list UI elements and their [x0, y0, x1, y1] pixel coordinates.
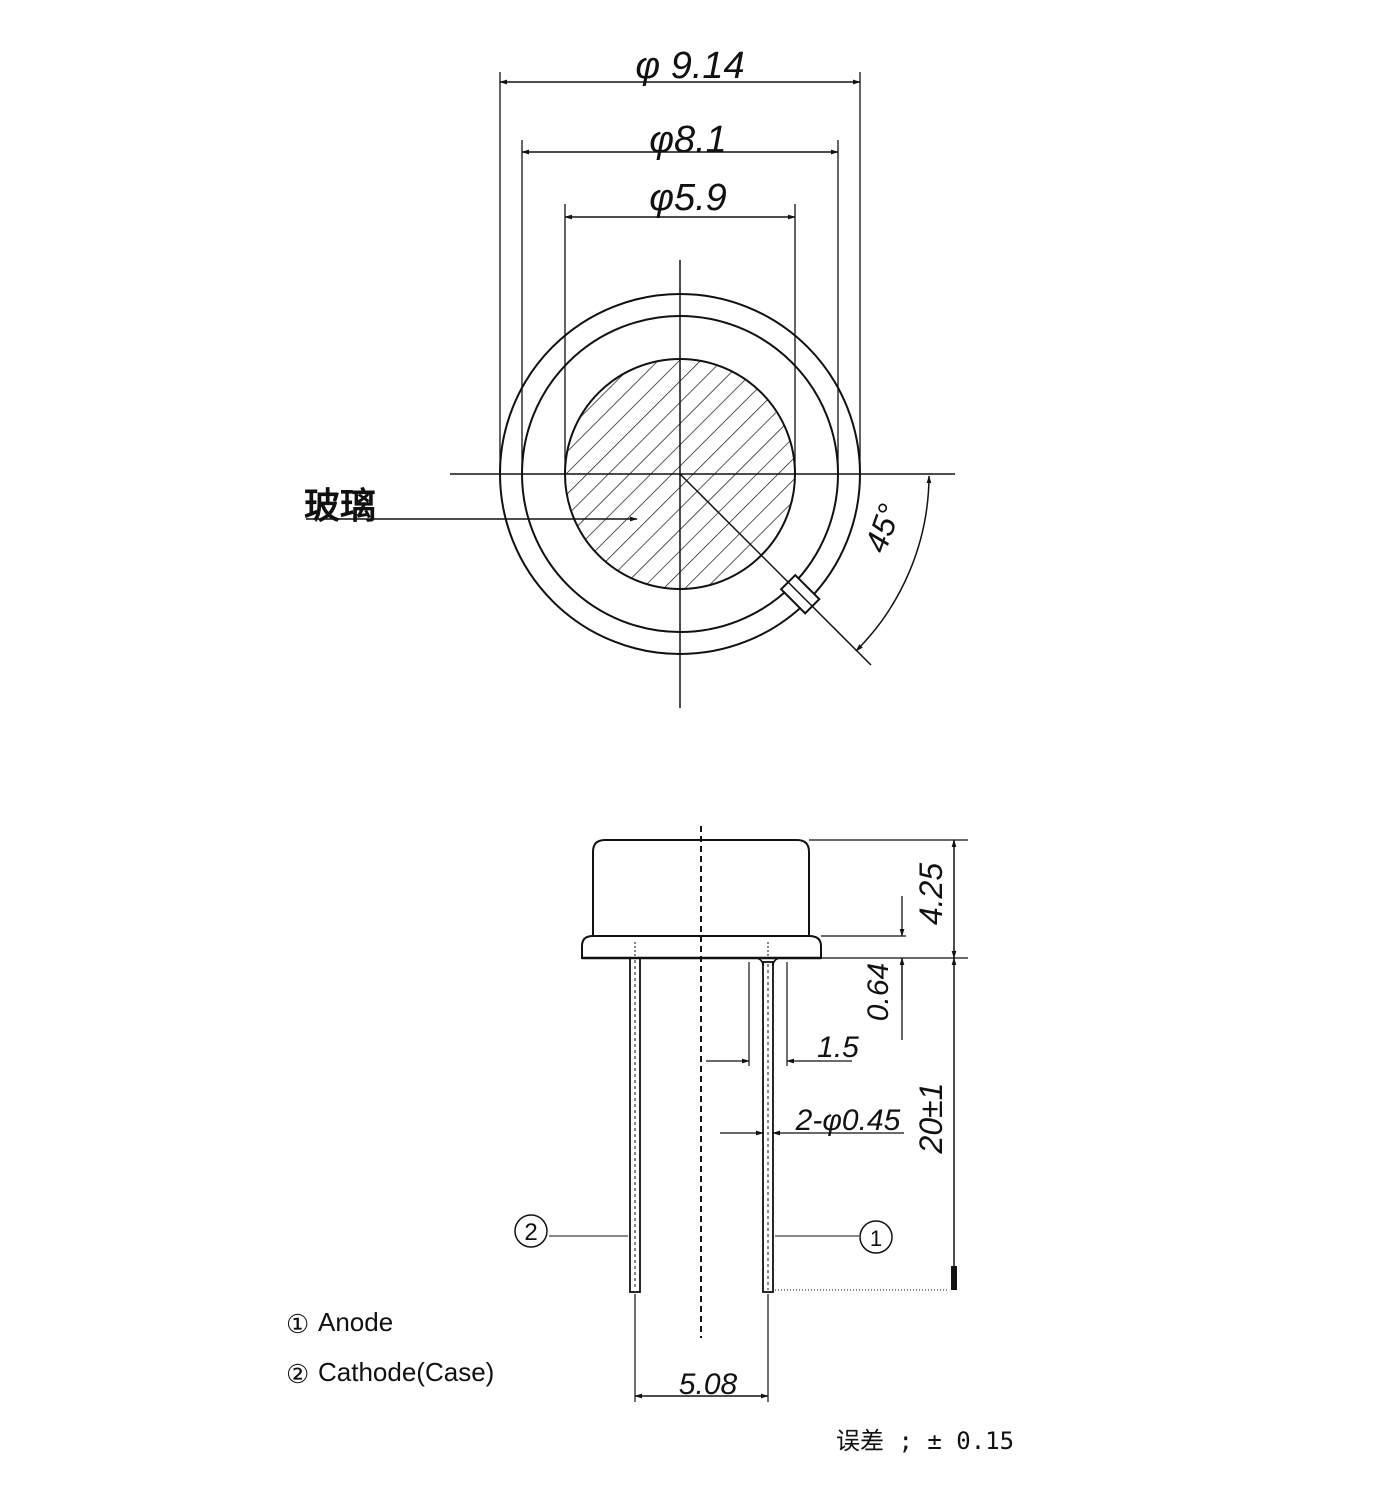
svg-text:1: 1 — [870, 1226, 882, 1251]
dim-outer-diameter: φ 9.14 — [635, 45, 744, 87]
dim-flange-thickness: 0.64 — [862, 963, 895, 1021]
tolerance-note: 误差 ; ± 0.15 — [836, 1427, 1014, 1455]
angle-label: 45° — [857, 499, 907, 557]
legend-cathode-label: Cathode(Case) — [318, 1357, 494, 1387]
top-view: 45° φ 9.14 φ8.1 φ5.9 玻璃 — [304, 45, 955, 708]
angle-arc — [855, 475, 932, 652]
legend-cathode-symbol: ② — [286, 1359, 309, 1389]
dim-flange-diameter: φ8.1 — [649, 119, 727, 161]
pin-2-lead — [629, 957, 641, 1293]
pin-legend: ① Anode ② Cathode(Case) — [286, 1307, 494, 1389]
dim-lead-length: 20±1 — [913, 1083, 949, 1155]
legend-anode-symbol: ① — [286, 1309, 309, 1339]
glass-label: 玻璃 — [304, 486, 376, 527]
pin-2-marker: 2 — [514, 1214, 628, 1248]
tab-angle-line — [679, 473, 872, 666]
dim-pin-offset: 1.5 — [817, 1031, 859, 1064]
svg-text:2: 2 — [524, 1219, 537, 1246]
side-view: 4.25 0.64 20±1 1.5 2-φ0.45 5.08 2 — [514, 826, 968, 1402]
dim-cap-height: 4.25 — [913, 863, 949, 925]
dim-pin-spacing: 5.08 — [679, 1368, 738, 1401]
pin-1-marker: 1 — [775, 1220, 893, 1254]
dim-window-diameter: φ5.9 — [649, 177, 727, 219]
legend-anode-label: Anode — [318, 1307, 393, 1337]
pin-1-lead — [756, 957, 780, 1293]
dim-pin-diameter: 2-φ0.45 — [795, 1104, 901, 1137]
